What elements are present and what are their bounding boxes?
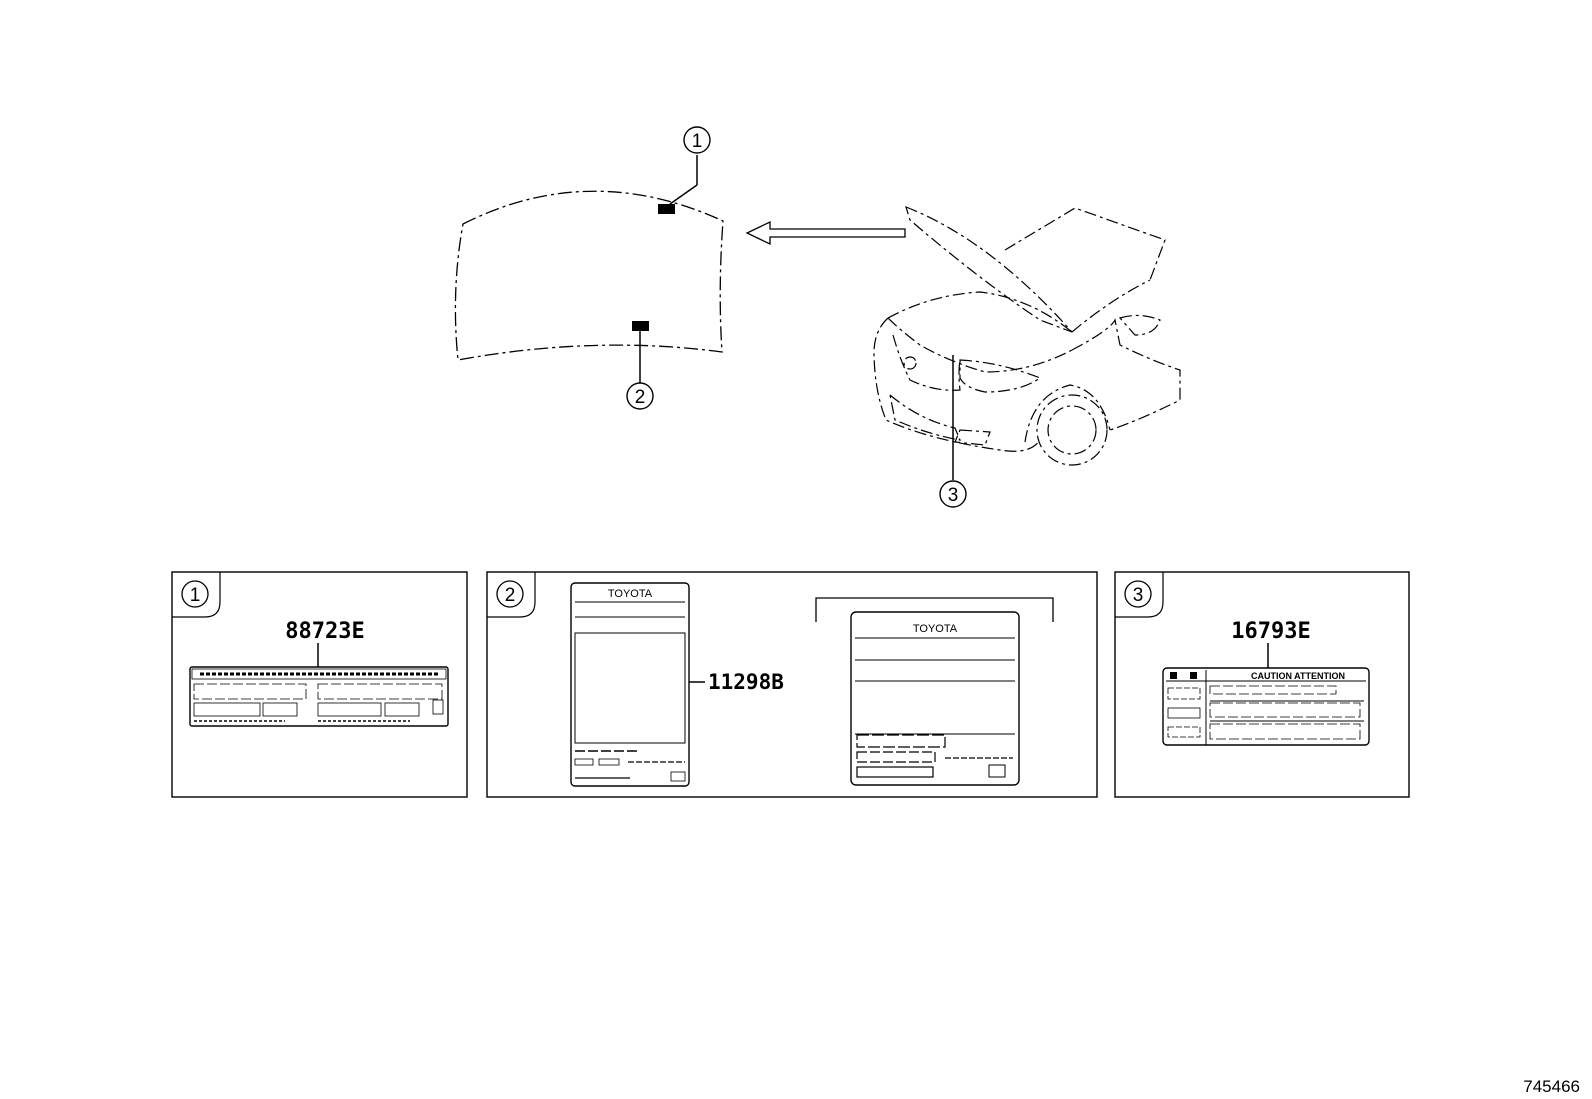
panel-2: 2 TOYOTA 11298B TOYOTA [486,571,1098,798]
part-number-88723E: 88723E [285,619,364,644]
part-number-16793E: 16793E [1231,619,1310,644]
panel-1: 1 88723E [171,571,468,798]
leader-1 [669,184,698,205]
figure-id: 745466 [1523,1077,1580,1096]
direction-arrow [745,220,906,246]
hood-outline [454,190,724,361]
panel-3: 3 16793E CAUTION ATTENTION [1114,571,1410,798]
car-front-illustration [873,205,1181,466]
callout-3: 3 [939,480,967,508]
hood-label-2-marker [632,321,649,331]
svg-text:1: 1 [692,131,703,152]
svg-text:3: 3 [1133,585,1144,606]
svg-text:3: 3 [948,485,959,506]
brand-left: TOYOTA [608,588,653,600]
callout-1: 1 [683,126,711,154]
svg-text:1: 1 [190,585,201,606]
part-number-11298B: 11298B [708,670,784,694]
svg-text:2: 2 [635,387,646,408]
hood-label-1-marker [658,204,675,214]
callout-2: 2 [626,382,654,410]
brand-right: TOYOTA [913,623,958,635]
caution-attention-header: CAUTION ATTENTION [1251,671,1345,681]
svg-text:2: 2 [505,585,516,606]
